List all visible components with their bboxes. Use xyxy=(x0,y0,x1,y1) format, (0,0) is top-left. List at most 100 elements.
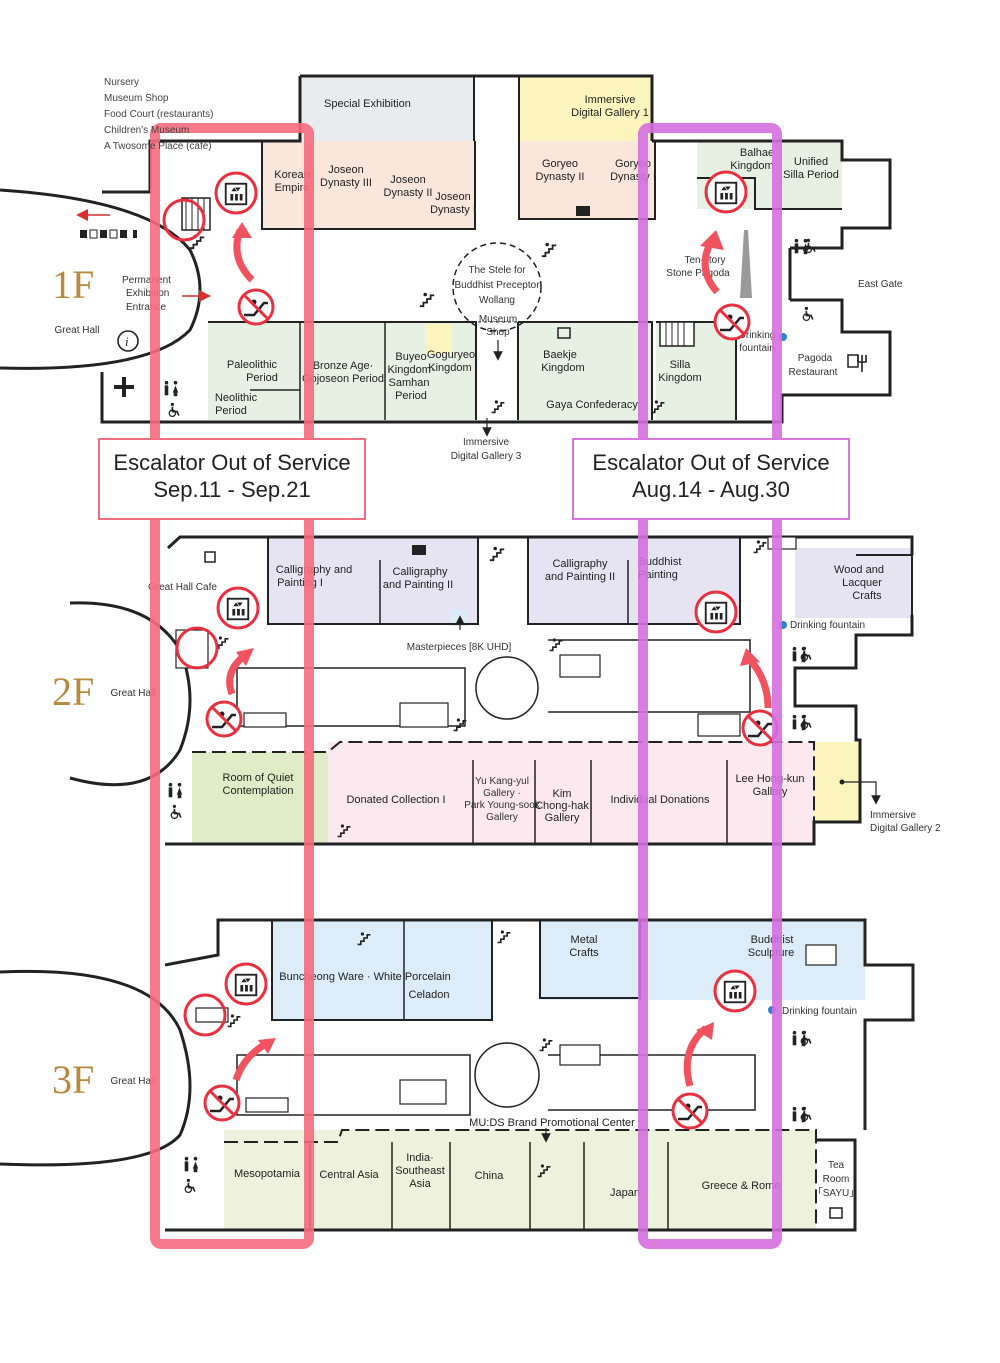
elevator-icon-2f-east xyxy=(704,601,728,625)
label-great-hall-3f: Great Hall xyxy=(110,1076,155,1087)
reroute-arrow-2f-east xyxy=(747,657,772,709)
label-drinking-3f: Drinking fountain xyxy=(782,1006,857,1017)
no-escalator-icon-3f-west xyxy=(203,1084,241,1122)
stele-plaza xyxy=(452,242,542,332)
label-buncheong: Buncheong Ware · White Porcelain xyxy=(279,971,450,983)
label-india-a: India· xyxy=(406,1152,434,1164)
no-escalator-icon-1f-east xyxy=(713,303,751,341)
label-calligraphy-2-b: and Painting II xyxy=(383,579,453,591)
label-india-c: Asia xyxy=(409,1178,431,1190)
label-quiet-b: Contemplation xyxy=(223,785,294,797)
label-unified-silla-a: Unified xyxy=(794,156,828,168)
label-yu-kang-a: Yu Kang-yul xyxy=(475,776,529,787)
facility-item-twosome[interactable]: A Twosome Place (cafe) xyxy=(104,141,212,152)
restroom-icon-3f xyxy=(184,1156,199,1173)
label-tea-b: Room xyxy=(823,1174,850,1185)
joseon-zone[interactable] xyxy=(262,141,475,229)
elevator-icon-2f-west xyxy=(226,597,250,621)
facility-item-museum-shop[interactable]: Museum Shop xyxy=(104,93,169,104)
label-joseon-1-a: Joseon xyxy=(435,191,470,203)
label-calligraphy-2-a: Calligraphy xyxy=(392,566,448,578)
label-calligraphy-3-b: and Painting II xyxy=(545,571,615,583)
label-goryeo-2-a: Goryeo xyxy=(542,158,578,170)
label-lee-b: Gallery xyxy=(753,786,788,798)
label-drinking-1f-a: Drinking xyxy=(739,330,776,341)
video-icon-1f xyxy=(576,206,590,216)
donation-zone[interactable] xyxy=(328,742,814,844)
facility-item-nursery[interactable]: Nursery xyxy=(104,77,140,88)
label-immersive-2-b: Digital Gallery 2 xyxy=(870,823,941,834)
label-goguryeo-a: Goguryeo xyxy=(427,349,475,361)
label-pagoda-b: Restaurant xyxy=(789,367,838,378)
label-great-hall-1f-a: Great Hall xyxy=(54,325,99,336)
label-bronze-a: Bronze Age· xyxy=(313,360,374,372)
red-closure-band xyxy=(150,123,314,1249)
label-paleolithic-a: Paleolithic xyxy=(227,359,278,371)
label-goguryeo-b: Kingdom xyxy=(428,362,471,374)
calligraphy-zone-left[interactable] xyxy=(268,537,478,624)
goguryeo-highlight xyxy=(426,324,452,354)
stairs-circle-2f xyxy=(175,626,219,670)
label-entrance-a: Permanent xyxy=(122,275,171,286)
asian-art-zone[interactable] xyxy=(224,1130,816,1230)
wood-lacquer-zone[interactable] xyxy=(795,548,913,618)
label-china: China xyxy=(475,1170,505,1182)
label-yu-kang-b: Gallery · xyxy=(483,788,521,799)
label-wood-c: Crafts xyxy=(852,590,882,602)
label-kim-c: Gallery xyxy=(545,812,580,824)
no-escalator-icon-3f-east xyxy=(671,1092,709,1130)
no-escalator-icon-2f-west xyxy=(205,700,243,738)
label-bronze-b: Gojoseon Period xyxy=(302,373,384,385)
special-exhibition-room[interactable] xyxy=(300,76,474,141)
stairs-circle-3f xyxy=(183,993,227,1037)
facility-item-food-court[interactable]: Food Court (restaurants) xyxy=(104,109,214,120)
wheelchair-icon-1f-east-2 xyxy=(802,306,814,322)
label-pagoda-a: Pagoda xyxy=(798,353,833,364)
label-joseon-2-b: Dynasty II xyxy=(384,187,433,199)
label-buddhist-painting-b: Painting xyxy=(638,569,678,581)
label-stele-c: Wollang xyxy=(479,295,515,306)
pagoda-icon xyxy=(740,230,752,298)
floor-label-1f: 1F xyxy=(52,262,94,307)
label-india-b: Southeast xyxy=(395,1165,445,1177)
label-celadon: Celadon xyxy=(409,989,450,1001)
label-calligraphy-1-b: Painting I xyxy=(277,577,323,589)
restroom-icon-2f xyxy=(168,782,183,799)
elevator-icon-3f-east xyxy=(723,980,747,1004)
notice-red-title: Escalator Out of Service xyxy=(113,450,351,475)
gift-icon xyxy=(557,327,571,339)
reroute-arrow-3f-west xyxy=(232,1040,268,1082)
label-quiet-a: Room of Quiet xyxy=(223,772,294,784)
info-icon[interactable] xyxy=(117,330,139,352)
central-atrium xyxy=(475,656,539,720)
label-drinking-1f-b: fountain xyxy=(739,343,775,354)
notice-purple-escalator: Escalator Out of Service Aug.14 - Aug.30 xyxy=(572,438,850,520)
elevators xyxy=(162,170,757,1037)
label-paleolithic-b: Period xyxy=(246,372,278,384)
label-buyeo-c: Samhan xyxy=(389,377,430,389)
label-wood-a: Wood and xyxy=(834,564,884,576)
label-goryeo-1-b: Dynasty I xyxy=(610,171,656,183)
baekje-gaya-zone[interactable] xyxy=(518,322,652,420)
label-korean-empire-b: Empire xyxy=(275,182,310,194)
immersive-digital-gallery-1-room[interactable] xyxy=(519,76,652,141)
stairs-icon-1f-a xyxy=(540,241,558,258)
elevator-icon-1f-east xyxy=(714,181,738,205)
label-east-gate[interactable]: East Gate xyxy=(858,279,903,290)
facility-item-childrens-museum[interactable]: Children's Museum xyxy=(104,125,190,136)
info-icon-glyph: i xyxy=(125,334,129,349)
label-balhae-a: Balhae xyxy=(740,147,774,159)
label-donated: Donated Collection I xyxy=(346,794,445,806)
label-unified-silla-b: Silla Period xyxy=(783,169,839,181)
label-silla-b: Kingdom xyxy=(658,372,701,384)
label-immersive-1-b: Digital Gallery 1 xyxy=(571,107,649,119)
label-mu-ds[interactable]: MU:DS Brand Promotional Center xyxy=(469,1117,635,1129)
floor-2f xyxy=(69,535,914,846)
top-facility-list: Nursery Museum Shop Food Court (restaura… xyxy=(104,75,214,155)
label-immersive-1-a: Immersive xyxy=(585,94,636,106)
label-japan: Japan xyxy=(610,1187,640,1199)
stairs-icon-3f-e xyxy=(226,1013,242,1028)
wheelchair-icon-2f xyxy=(170,804,182,820)
label-entrance-c: Entrance xyxy=(126,302,166,313)
label-mesopotamia: Mesopotamia xyxy=(234,1168,301,1180)
